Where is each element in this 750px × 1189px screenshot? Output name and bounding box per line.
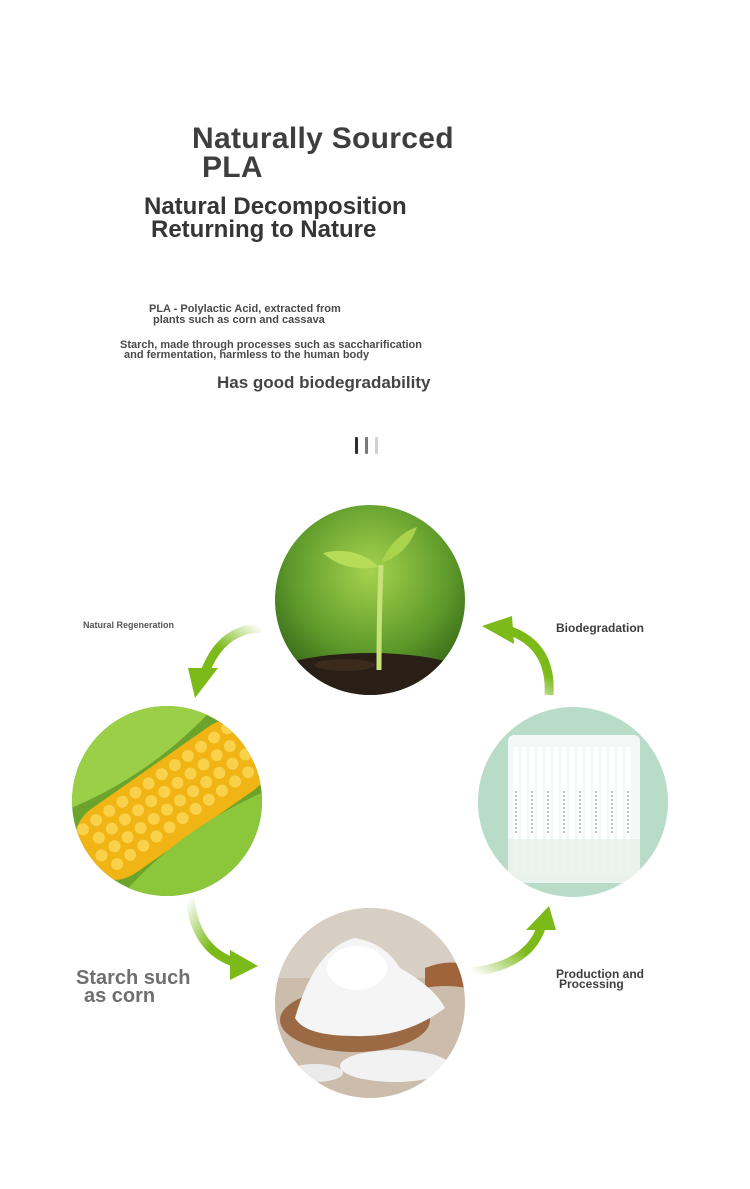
corn-image [72, 706, 262, 896]
pla-desc-line1: PLA - Polylactic Acid, extracted from [149, 303, 341, 315]
divider-bar-dark [355, 437, 358, 454]
divider-bar-light [375, 437, 378, 454]
production-label-line2: Processing [559, 977, 624, 991]
divider-bar-mid [365, 437, 368, 454]
production-label-line1: Production and [556, 967, 644, 981]
heading-line2: PLA [202, 151, 263, 184]
heading-line1: Naturally Sourced [192, 122, 454, 155]
straw-package-image [478, 707, 668, 897]
starch-desc-line1: Starch, made through processes such as s… [120, 339, 422, 351]
sprout-image [275, 505, 465, 695]
starch-label-line2: as corn [84, 985, 156, 1007]
biodegradation-label: Biodegradation [556, 621, 645, 635]
heading-line4: Returning to Nature [151, 216, 377, 243]
natural-regeneration-label: Natural Regeneration [83, 620, 175, 630]
heading-line3: Natural Decomposition [144, 193, 407, 220]
biodegradability-highlight: Has good biodegradability [217, 373, 431, 392]
starch-powder-image [275, 908, 465, 1098]
pla-desc-line2: plants such as corn and cassava [153, 314, 325, 326]
starch-label-line1: Starch such [76, 967, 191, 989]
starch-desc-line2: and fermentation, harmless to the human … [124, 349, 370, 361]
